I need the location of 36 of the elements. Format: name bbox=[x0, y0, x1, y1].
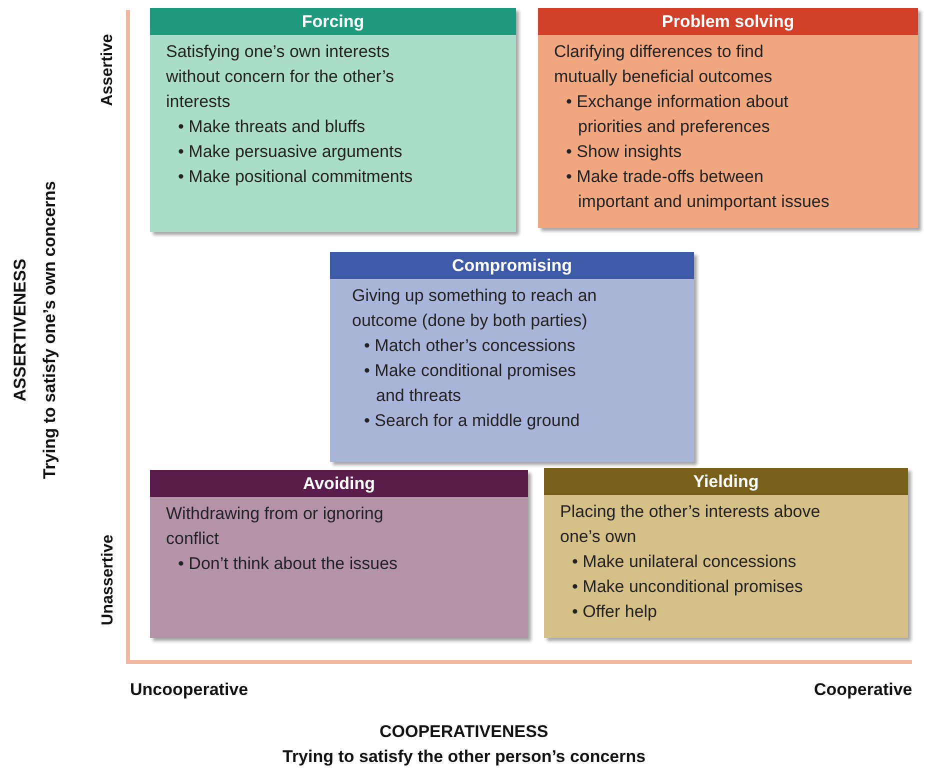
description: Withdrawing from or ignoring conflict bbox=[166, 503, 384, 550]
axis-end-label: Cooperative bbox=[814, 680, 912, 700]
bullet-item: • Make unilateral concessions bbox=[572, 551, 798, 573]
box-heading: Problem solving bbox=[538, 8, 918, 35]
box-heading: Compromising bbox=[330, 252, 694, 279]
bullet-item: • Make positional commitments bbox=[178, 166, 414, 188]
bullet-item: • Make unconditional promises bbox=[572, 576, 804, 598]
bullet-item: • Make threats and bluffs bbox=[178, 116, 366, 138]
box-heading: Forcing bbox=[150, 8, 516, 35]
bullet-item: • Make trade-offs between important and unimportant issues bbox=[566, 166, 830, 213]
axis-title: ASSERTIVENESS bbox=[10, 258, 30, 402]
strategy-box bbox=[150, 470, 528, 638]
strategy-box bbox=[544, 468, 908, 638]
bullet-item: • Don’t think about the issues bbox=[178, 553, 399, 575]
description: Clarifying differences to find mutually beneficial outcomes bbox=[554, 41, 774, 88]
axis-end-label: Uncooperative bbox=[130, 680, 248, 700]
axis-subtitle: Trying to satisfy the other person’s concerns bbox=[282, 747, 646, 767]
bullet-item: • Make conditional promises and threats bbox=[364, 360, 577, 407]
bullet-item: • Match other’s concessions bbox=[364, 335, 576, 357]
axis-title: COOPERATIVENESS bbox=[380, 722, 548, 742]
box-heading: Avoiding bbox=[150, 470, 528, 497]
box-heading: Yielding bbox=[544, 468, 908, 495]
axis-subtitle: Trying to satisfy one’s own concerns bbox=[40, 181, 60, 479]
bullet-item: • Exchange information about priorities and preferences bbox=[566, 91, 790, 138]
description: Placing the other’s interests above one’s own bbox=[560, 501, 822, 548]
bullet-item: • Offer help bbox=[572, 601, 658, 623]
strategy-box bbox=[330, 252, 694, 462]
bullet-item: • Search for a middle ground bbox=[364, 410, 581, 432]
strategy-box bbox=[538, 8, 918, 228]
axis-end-label: Assertive bbox=[99, 34, 118, 106]
axis-end-label: Unassertive bbox=[98, 534, 117, 626]
strategy-box bbox=[150, 8, 516, 232]
bullet-item: • Make persuasive arguments bbox=[178, 141, 404, 163]
description: Giving up something to reach an outcome (done by both parties) bbox=[352, 285, 598, 332]
bullet-item: • Show insights bbox=[566, 141, 683, 163]
description: Satisfying one’s own interests without concern for the other’s interests bbox=[166, 41, 396, 113]
